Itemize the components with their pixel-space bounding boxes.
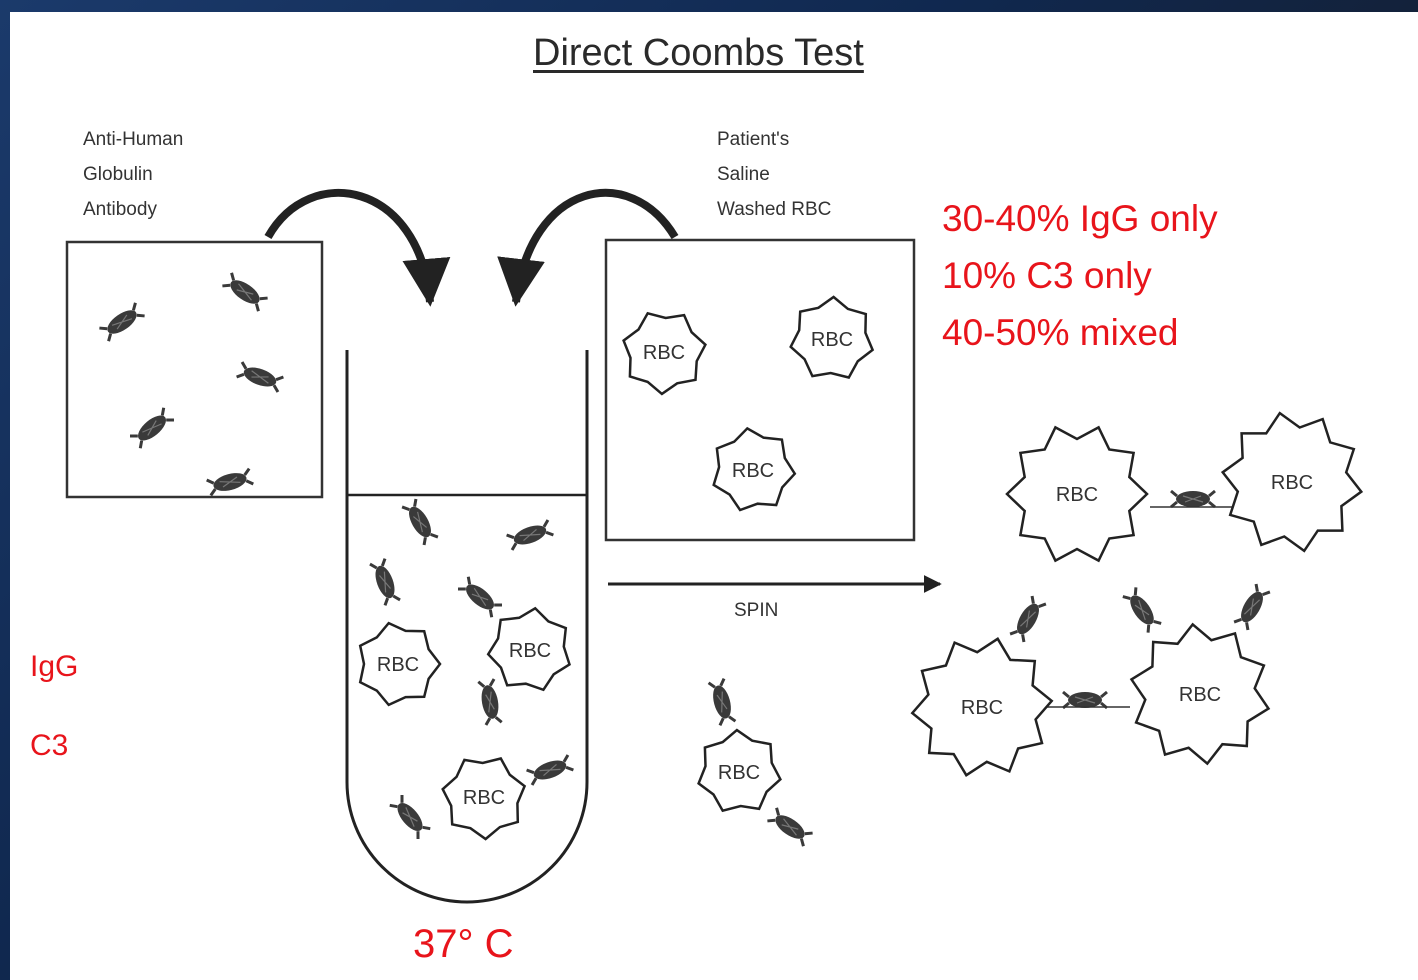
rbc-cell-icon [622, 311, 707, 396]
reagent-label-line-2: Globulin [83, 164, 153, 185]
diagram-canvas: RBC RBC RBC RBC RBC RBC RBC RBC RBC RBC RBC [65, 188, 1364, 904]
reagent-box [65, 240, 324, 499]
antibody-icon [368, 557, 402, 607]
rbc-cell-icon [1220, 411, 1364, 553]
curved-arrow-icon [264, 188, 451, 307]
rbc-label: RBC [643, 342, 685, 364]
rbc-label: RBC [463, 787, 505, 809]
temperature-label: 37° C [413, 922, 514, 966]
antibody-icon [1232, 582, 1272, 632]
rbc-cell-icon [910, 637, 1054, 777]
rbc-label: RBC [1271, 472, 1313, 494]
label-igg: IgG [30, 650, 79, 683]
antibody-icon [128, 406, 176, 450]
stat-mixed: 40-50% mixed [942, 312, 1179, 353]
rbc-cell-icon [1129, 622, 1271, 766]
antibody-icon [400, 497, 440, 547]
rbc-cell-icon [486, 606, 571, 692]
rbc-cell-icon [697, 728, 782, 813]
reagent-label: Anti-Human Globulin Antibody [83, 122, 183, 227]
sample-box [604, 238, 916, 542]
label-c3: C3 [30, 729, 69, 762]
antibody-icon [235, 360, 285, 394]
antibody-icon [1061, 690, 1109, 710]
sample-label-line-3: Washed RBC [717, 199, 832, 220]
sample-label: Patient's Saline Washed RBC [717, 122, 831, 227]
rbc-label: RBC [718, 762, 760, 784]
rbc-label: RBC [509, 640, 551, 662]
rbc-label: RBC [377, 654, 419, 676]
antibody-icon [765, 806, 815, 848]
test-tube [345, 350, 589, 904]
rbc-cell-icon [1005, 425, 1149, 563]
sample-label-line-1: Patient's [717, 129, 790, 150]
rbc-label: RBC [732, 460, 774, 482]
curved-arrow-icon [497, 188, 679, 307]
sample-label-line-2: Saline [717, 164, 770, 185]
antibody-icon [707, 677, 737, 727]
rbc-label: RBC [1056, 484, 1098, 506]
spin-label: SPIN [734, 600, 779, 621]
antibody-icon [388, 793, 432, 841]
antibody-icon [220, 271, 270, 313]
antibody-icon [505, 518, 555, 552]
reagent-label-line-3: Antibody [83, 199, 157, 220]
rbc-cell-icon [789, 295, 875, 379]
antibody-icon [1169, 489, 1217, 509]
stats-annotation: 30-40% IgG only 10% C3 only 40-50% mixed [942, 190, 1218, 361]
rbc-label: RBC [1179, 684, 1221, 706]
antibody-icon [1121, 585, 1163, 635]
stat-igg-only: 30-40% IgG only [942, 198, 1218, 239]
antibody-icon [1008, 594, 1048, 644]
rbc-cells: RBC RBC RBC RBC RBC RBC RBC RBC RBC RBC RBC [358, 295, 1364, 841]
slide: Direct Coombs Test Anti-Human Globulin A… [10, 12, 1418, 980]
rbc-cell-icon [712, 426, 797, 512]
rbc-label: RBC [811, 329, 853, 351]
reagent-label-line-1: Anti-Human [83, 129, 184, 150]
antibody-icon [476, 677, 504, 727]
rbc-cell-icon [358, 621, 442, 707]
rbc-cell-icon [441, 757, 527, 841]
antibody-icon [97, 301, 147, 343]
rbc-label: RBC [961, 697, 1003, 719]
antibody-icon [456, 575, 504, 619]
antibody-icon [525, 753, 575, 787]
antibody-icon [205, 467, 255, 497]
stat-c3-only: 10% C3 only [942, 255, 1152, 296]
diagram-title: Direct Coombs Test [533, 32, 864, 74]
